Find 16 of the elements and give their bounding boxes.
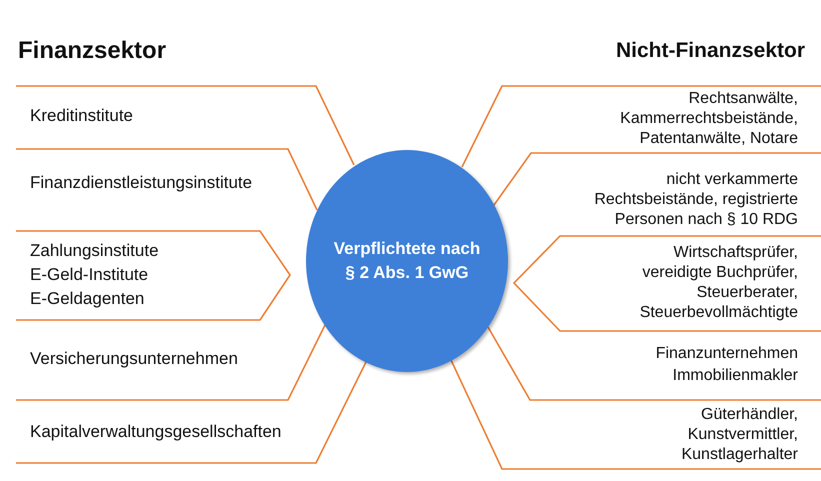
hub-label: Verpflichtete nach § 2 Abs. 1 GwG	[332, 238, 482, 284]
entity-label: Güterhändler, Kunstvermittler, Kunstlagerhalter	[680, 405, 798, 465]
entity-label: E-Geld-Institute	[30, 264, 150, 286]
column-heading: Finanzsektor	[18, 37, 166, 65]
entity-label: Finanzunternehmen	[654, 344, 798, 364]
entity-label: Wirtschaftsprüfer, vereidigte Buchprüfer, Steuerberater, Steuerbevollmächtigte	[638, 243, 798, 323]
entity-label: Immobilienmakler	[672, 366, 798, 386]
entity-label: nicht verkammerte Rechtsbeistände, registrierte Personen nach § 10 RDG	[593, 170, 798, 230]
entity-label: E-Geldagenten	[30, 288, 146, 310]
entity-label: Rechtsanwälte, Kammerrechtsbeistände, Patentanwälte, Notare	[619, 89, 798, 149]
entity-label: Kapitalverwaltungsgesellschaften	[30, 421, 282, 443]
column-heading: Nicht-Finanzsektor	[616, 39, 805, 63]
entity-label: Versicherungsunternehmen	[30, 348, 239, 370]
entity-label: Finanzdienstleistungsinstitute	[30, 172, 254, 194]
entity-label: Kreditinstitute	[30, 105, 134, 127]
entity-label: Zahlungsinstitute	[30, 240, 160, 262]
